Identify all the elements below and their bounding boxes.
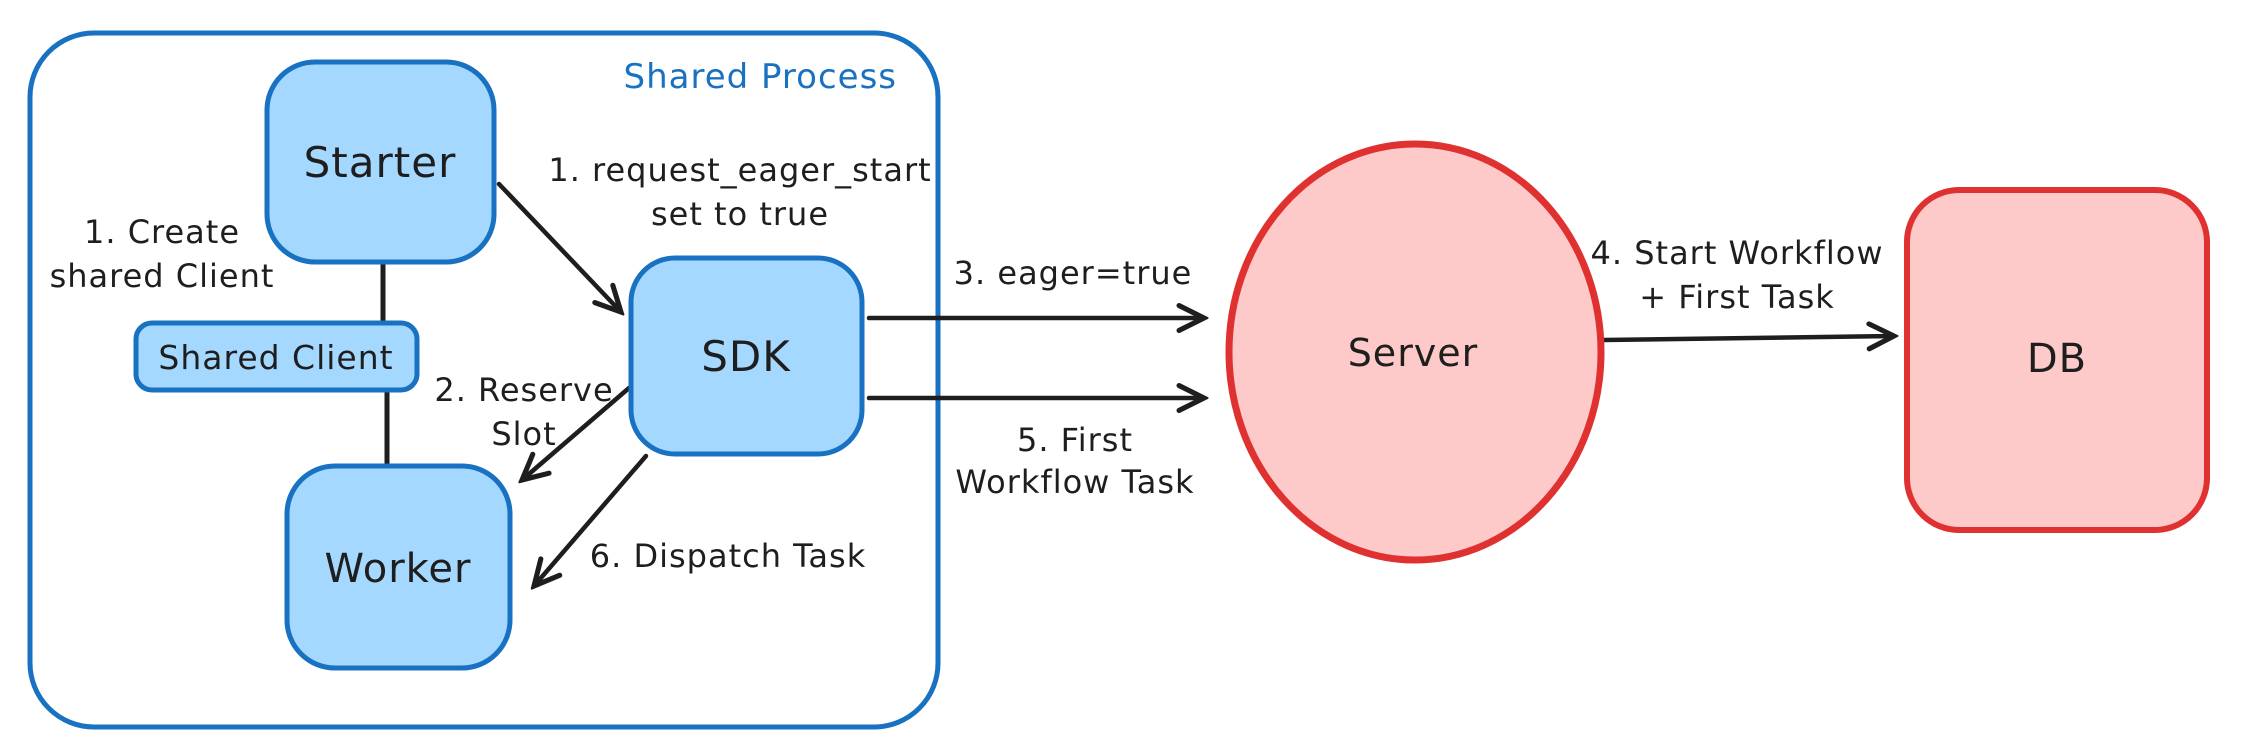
start-workflow-label: 4. Start Workflow + First Task xyxy=(1591,234,1884,316)
starter-label: Starter xyxy=(304,138,457,187)
svg-text:set to true: set to true xyxy=(651,195,829,233)
svg-text:Slot: Slot xyxy=(491,415,556,453)
svg-text:5. First: 5. First xyxy=(1017,421,1133,459)
svg-text:+ First Task: + First Task xyxy=(1639,278,1835,316)
shared-process-container xyxy=(27,30,941,730)
db-node xyxy=(1904,187,2210,533)
svg-text:shared Client: shared Client xyxy=(50,257,275,295)
svg-text:4. Start Workflow: 4. Start Workflow xyxy=(1591,234,1884,272)
shared-process-label: Shared Process xyxy=(624,57,897,97)
sdk-label: SDK xyxy=(701,332,791,381)
svg-text:1. Create: 1. Create xyxy=(84,213,240,251)
arrow-server-to-db xyxy=(1601,336,1894,340)
eager-true-label: 3. eager=true xyxy=(954,254,1193,292)
svg-text:2. Reserve: 2. Reserve xyxy=(434,371,613,409)
worker-node xyxy=(284,463,513,671)
shared-client-node xyxy=(133,320,420,393)
db-label: DB xyxy=(2027,336,2087,382)
svg-text:Workflow Task: Workflow Task xyxy=(955,463,1194,501)
dispatch-task-label: 6. Dispatch Task xyxy=(590,537,866,575)
arrow-sdk-to-worker-reserve xyxy=(522,385,632,480)
arrow-starter-to-sdk xyxy=(496,181,621,312)
create-shared-client-label: 1. Create shared Client xyxy=(50,213,275,295)
svg-text:1. request_eager_start: 1. request_eager_start xyxy=(548,151,931,189)
worker-label: Worker xyxy=(325,546,472,592)
shared-client-label: Shared Client xyxy=(158,338,393,377)
sdk-node xyxy=(628,255,865,457)
reserve-slot-label: 2. Reserve Slot xyxy=(434,371,613,453)
arrow-sdk-to-worker-dispatch xyxy=(534,453,649,586)
request-eager-start-label: 1. request_eager_start set to true xyxy=(548,151,931,233)
starter-node xyxy=(264,59,497,265)
server-label: Server xyxy=(1348,331,1479,375)
first-workflow-task-label: 5. First Workflow Task xyxy=(955,421,1194,501)
server-node xyxy=(1225,140,1605,564)
